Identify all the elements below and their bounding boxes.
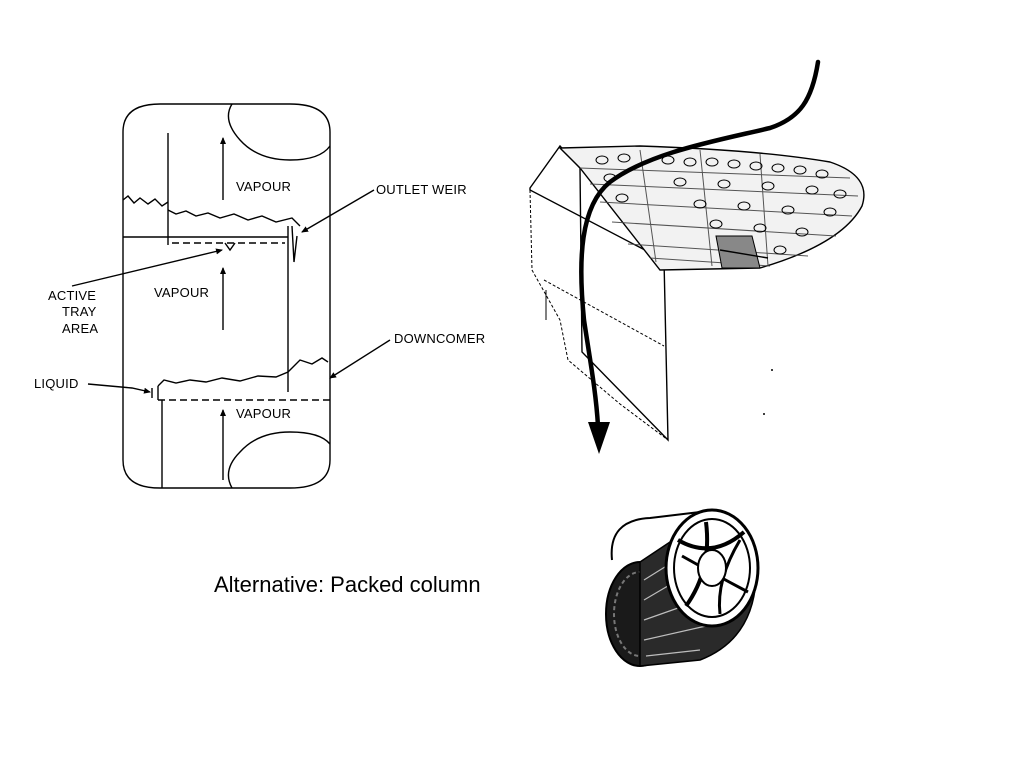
upper-tray-froth <box>167 209 301 227</box>
label-area: AREA <box>62 321 98 336</box>
column-outline <box>122 103 331 489</box>
outlet-weir-upper <box>287 225 298 263</box>
label-downcomer: DOWNCOMER <box>394 331 485 346</box>
label-vapour-top: VAPOUR <box>236 179 291 194</box>
upper-liquid-surface <box>122 195 169 207</box>
outlet-weir-leader <box>301 189 375 233</box>
column-bottom-ellipse <box>227 431 331 489</box>
sieve-tray-illustration <box>529 59 865 454</box>
upper-tray-drip <box>224 242 236 252</box>
liquid-leader <box>87 383 151 394</box>
label-vapour-bottom: VAPOUR <box>236 406 291 421</box>
label-active: ACTIVE <box>48 288 96 303</box>
tray-holes <box>595 153 847 255</box>
tray-column-diagram <box>71 103 391 489</box>
liquid-flow-arrowhead <box>588 422 610 454</box>
liquid-flow-arrow <box>579 59 821 429</box>
lower-liquid-surface <box>157 357 329 387</box>
label-vapour-middle: VAPOUR <box>154 285 209 300</box>
label-liquid: LIQUID <box>34 376 79 391</box>
caption-packed-column: Alternative: Packed column <box>214 572 481 597</box>
downcomer-leader <box>329 339 391 379</box>
column-top-ellipse <box>227 103 331 161</box>
label-outlet-weir: OUTLET WEIR <box>376 182 467 197</box>
active-tray-area-leader <box>71 248 223 287</box>
pall-ring-icon <box>605 508 760 667</box>
label-tray: TRAY <box>62 304 97 319</box>
